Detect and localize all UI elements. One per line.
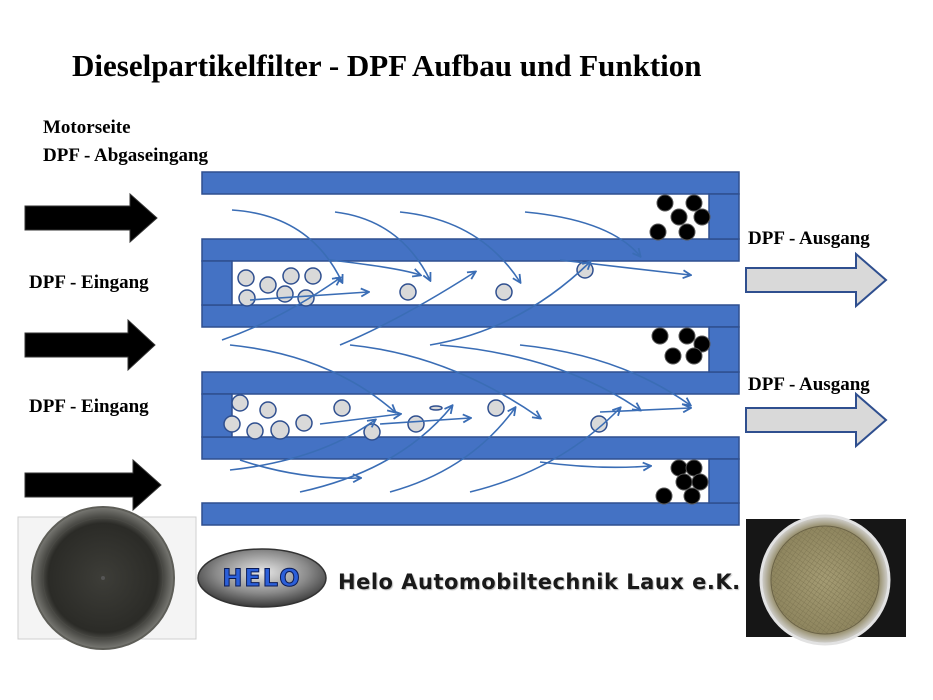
wall-1: [201, 171, 740, 195]
inlet-arrow-2: [24, 318, 156, 372]
plug-right-2: [708, 326, 740, 373]
wall-3: [201, 304, 740, 328]
engine-side-label: Motorseite: [43, 117, 131, 138]
plug-right-1: [708, 193, 740, 240]
outlet-arrow-1: [745, 251, 888, 309]
filter-photo-left: [17, 506, 197, 650]
flow-arrows: [221, 209, 690, 493]
wall-4: [201, 371, 740, 395]
company-name: Helo Automobiltechnik Laux e.K.: [338, 570, 741, 594]
inlet-arrows: [24, 192, 162, 512]
logo-text: HELO: [222, 564, 301, 592]
outlet-arrows: [745, 251, 888, 449]
soot-particles: [649, 194, 711, 505]
ash-particles: [223, 261, 608, 441]
inlet-label-1: DPF - Eingang: [29, 272, 149, 293]
page-title: Dieselpartikelfilter - DPF Aufbau und Fu…: [72, 48, 702, 83]
filter-photo-right: [746, 514, 906, 646]
outlet-arrow-2: [745, 391, 888, 449]
plug-left-1: [201, 260, 233, 306]
outlet-label-1: DPF - Ausgang: [748, 228, 870, 249]
wall-6: [201, 502, 740, 526]
inlet-arrow-1: [24, 192, 158, 244]
inlet-arrow-3: [24, 458, 162, 512]
inlet-label-2: DPF - Eingang: [29, 396, 149, 417]
wall-2: [201, 238, 740, 262]
filter-walls: [201, 171, 740, 526]
wall-5: [201, 436, 740, 460]
helo-logo: HELO: [197, 548, 327, 608]
exhaust-inlet-label: DPF - Abgaseingang: [43, 145, 209, 166]
outlet-label-2: DPF - Ausgang: [748, 374, 870, 395]
plug-right-3: [708, 458, 740, 504]
